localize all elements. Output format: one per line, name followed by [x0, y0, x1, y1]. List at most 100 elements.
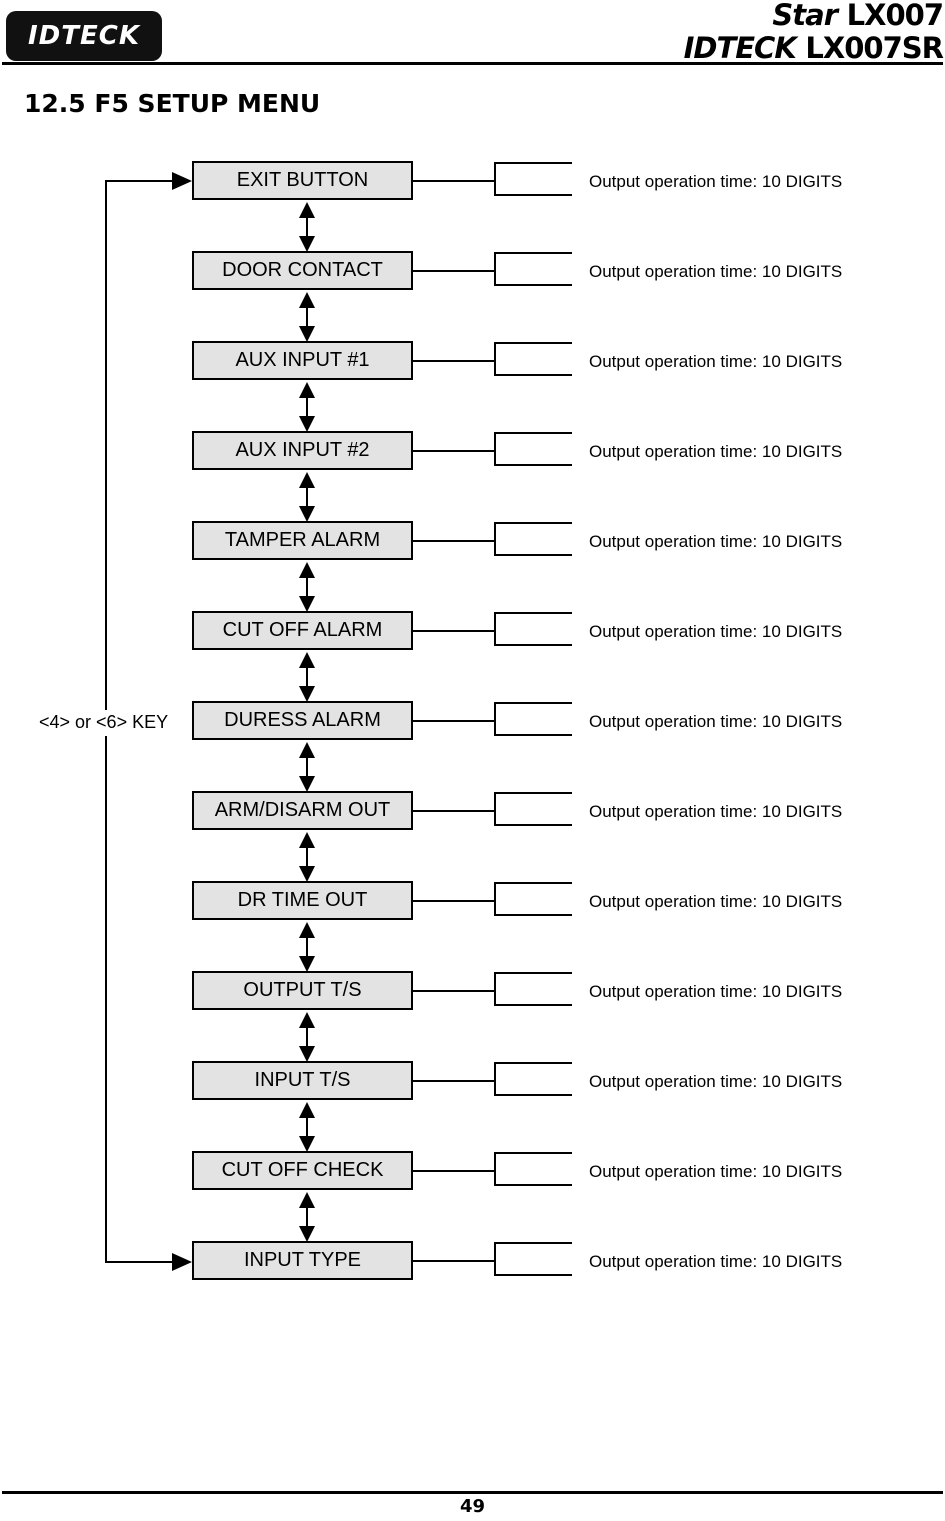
loop-back-top-arrowhead-icon	[172, 172, 192, 190]
menu-item-box[interactable]: DR TIME OUT	[192, 881, 413, 920]
arrow-down-head-icon	[299, 1136, 315, 1152]
arrow-down-head-icon	[299, 506, 315, 522]
value-field-box[interactable]	[494, 972, 572, 1006]
value-description-label: Output operation time: 10 DIGITS	[589, 622, 843, 641]
model-line-idteck-lx007sr: IDTECK LX007SR	[684, 34, 944, 63]
value-description-label: Output operation time: 10 DIGITS	[589, 1252, 843, 1271]
arrow-stem	[306, 1201, 308, 1233]
menu-item-box[interactable]: DOOR CONTACT	[192, 251, 413, 290]
value-description-label: Output operation time: 10 DIGITS	[589, 892, 843, 911]
menu-item-box[interactable]: EXIT BUTTON	[192, 161, 413, 200]
brand-star: Star	[772, 0, 838, 32]
arrow-up-head-icon	[299, 1012, 315, 1028]
connector-line	[413, 719, 495, 722]
up-down-arrow-icon	[296, 921, 318, 973]
navigation-key-label: <4> or <6> KEY	[36, 710, 172, 736]
connector-line	[413, 629, 495, 632]
arrow-up-head-icon	[299, 472, 315, 488]
menu-item-box[interactable]: TAMPER ALARM	[192, 521, 413, 560]
value-field-box[interactable]	[494, 1152, 572, 1186]
header-divider	[2, 62, 943, 65]
menu-item-box[interactable]: AUX INPUT #2	[192, 431, 413, 470]
arrow-up-head-icon	[299, 1102, 315, 1118]
value-description-label: Output operation time: 10 DIGITS	[589, 352, 843, 371]
up-down-arrow-icon	[296, 561, 318, 613]
arrow-down-head-icon	[299, 416, 315, 432]
connector-line	[413, 449, 495, 452]
up-down-arrow-icon	[296, 741, 318, 793]
arrow-down-head-icon	[299, 596, 315, 612]
connector-line	[413, 1169, 495, 1172]
value-description-label: Output operation time: 10 DIGITS	[589, 1072, 843, 1091]
arrow-stem	[306, 751, 308, 783]
arrow-up-head-icon	[299, 562, 315, 578]
arrow-stem	[306, 931, 308, 963]
loop-back-bottom-arrowhead-icon	[172, 1253, 192, 1271]
up-down-arrow-icon	[296, 1191, 318, 1243]
arrow-down-head-icon	[299, 326, 315, 342]
idteck-logo: IDTECK	[6, 11, 162, 61]
up-down-arrow-icon	[296, 831, 318, 883]
value-field-box[interactable]	[494, 882, 572, 916]
arrow-up-head-icon	[299, 652, 315, 668]
value-description-label: Output operation time: 10 DIGITS	[589, 802, 843, 821]
value-description-label: Output operation time: 10 DIGITS	[589, 262, 843, 281]
value-description-label: Output operation time: 10 DIGITS	[589, 532, 843, 551]
loop-back-top-line	[105, 180, 177, 182]
arrow-up-head-icon	[299, 292, 315, 308]
up-down-arrow-icon	[296, 201, 318, 253]
menu-item-box[interactable]: CUT OFF CHECK	[192, 1151, 413, 1190]
arrow-down-head-icon	[299, 1226, 315, 1242]
connector-line	[413, 179, 495, 182]
value-field-box[interactable]	[494, 252, 572, 286]
value-field-box[interactable]	[494, 342, 572, 376]
arrow-stem	[306, 571, 308, 603]
arrow-down-head-icon	[299, 686, 315, 702]
arrow-down-head-icon	[299, 776, 315, 792]
model-code-lx007: LX007	[846, 0, 944, 32]
arrow-stem	[306, 841, 308, 873]
page-number: 49	[459, 1496, 486, 1517]
loop-back-bottom-line	[105, 1261, 177, 1263]
arrow-down-head-icon	[299, 956, 315, 972]
arrow-up-head-icon	[299, 832, 315, 848]
menu-item-box[interactable]: CUT OFF ALARM	[192, 611, 413, 650]
menu-item-box[interactable]: ARM/DISARM OUT	[192, 791, 413, 830]
arrow-up-head-icon	[299, 202, 315, 218]
value-description-label: Output operation time: 10 DIGITS	[589, 982, 843, 1001]
page-header: IDTECK Star LX007 IDTECK LX007SR	[0, 0, 945, 78]
menu-item-box[interactable]: AUX INPUT #1	[192, 341, 413, 380]
value-description-label: Output operation time: 10 DIGITS	[589, 1162, 843, 1181]
up-down-arrow-icon	[296, 1011, 318, 1063]
value-description-label: Output operation time: 10 DIGITS	[589, 442, 843, 461]
arrow-stem	[306, 301, 308, 333]
value-field-box[interactable]	[494, 1062, 572, 1096]
value-field-box[interactable]	[494, 1242, 572, 1276]
value-field-box[interactable]	[494, 702, 572, 736]
arrow-stem	[306, 211, 308, 243]
value-field-box[interactable]	[494, 522, 572, 556]
arrow-down-head-icon	[299, 866, 315, 882]
menu-item-box[interactable]: DURESS ALARM	[192, 701, 413, 740]
arrow-down-head-icon	[299, 236, 315, 252]
connector-line	[413, 899, 495, 902]
value-field-box[interactable]	[494, 792, 572, 826]
arrow-stem	[306, 391, 308, 423]
arrow-up-head-icon	[299, 1192, 315, 1208]
arrow-up-head-icon	[299, 382, 315, 398]
arrow-stem	[306, 1021, 308, 1053]
value-description-label: Output operation time: 10 DIGITS	[589, 172, 843, 191]
menu-item-box[interactable]: INPUT T/S	[192, 1061, 413, 1100]
menu-item-box[interactable]: INPUT TYPE	[192, 1241, 413, 1280]
connector-line	[413, 539, 495, 542]
value-field-box[interactable]	[494, 612, 572, 646]
connector-line	[413, 989, 495, 992]
arrow-stem	[306, 481, 308, 513]
menu-item-box[interactable]: OUTPUT T/S	[192, 971, 413, 1010]
footer-divider	[2, 1491, 943, 1494]
up-down-arrow-icon	[296, 1101, 318, 1153]
connector-line	[413, 1079, 495, 1082]
idteck-logo-text: IDTECK	[28, 21, 140, 51]
value-field-box[interactable]	[494, 162, 572, 196]
value-field-box[interactable]	[494, 432, 572, 466]
